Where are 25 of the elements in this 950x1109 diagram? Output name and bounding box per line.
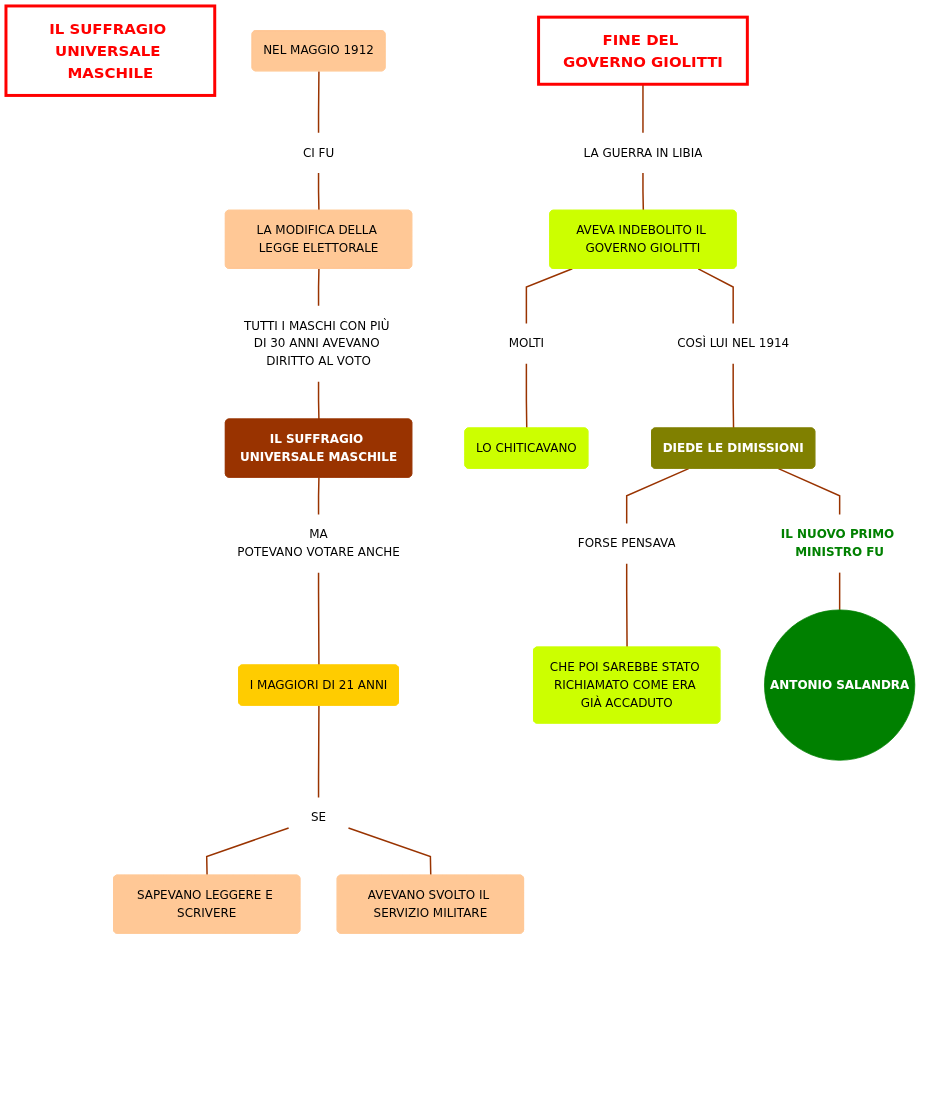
connector xyxy=(317,704,320,799)
connector xyxy=(642,172,645,212)
node-text: TUTTI I MASCHI CON PIÙ DI 30 ANNI AVEVANO DIRITTO AL VOTO xyxy=(243,318,390,369)
connector xyxy=(625,562,628,649)
node-text: SE xyxy=(310,810,327,825)
connector xyxy=(777,467,841,516)
connector xyxy=(347,827,432,877)
connector xyxy=(317,172,320,212)
node-box: IL SUFFRAGIO UNIVERSALE MASCHILE xyxy=(4,4,217,97)
connector xyxy=(317,476,320,516)
node-text: IL NUOVO PRIMO MINISTRO FU xyxy=(780,527,895,560)
node-text: LA GUERRA IN LIBIA xyxy=(583,145,703,160)
node-circle: ANTONIO SALANDRA xyxy=(764,609,916,761)
connector xyxy=(205,827,290,877)
node-text: FORSE PENSAVA xyxy=(577,536,676,551)
node-text: MOLTI xyxy=(508,336,545,351)
connector xyxy=(317,70,320,134)
node-box: FINE DEL GOVERNO GIOLITTI xyxy=(537,15,749,86)
connector xyxy=(838,571,841,611)
node-text: MA POTEVANO VOTARE ANCHE xyxy=(237,527,400,560)
node-text: COSÌ LUI NEL 1914 xyxy=(677,336,790,351)
node-text: CI FU xyxy=(302,145,335,160)
connector xyxy=(317,381,320,421)
connector xyxy=(625,467,690,525)
connector xyxy=(317,268,320,307)
